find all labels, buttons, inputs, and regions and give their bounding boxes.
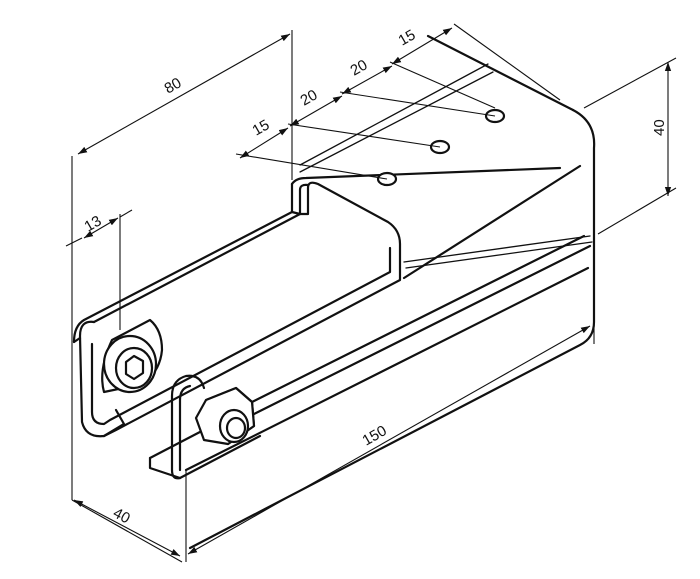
dim-depth: 40 (110, 505, 133, 528)
dim-hole-spacing-3: 20 (348, 56, 371, 79)
dim-line-bolt-offset (65, 237, 83, 247)
dim-height: 40 (651, 119, 668, 136)
dim-line-hole-3 (341, 65, 393, 95)
dim-line-hole-1 (239, 127, 289, 159)
dim-hole-spacing-4: 15 (396, 26, 419, 49)
tube-body (184, 34, 596, 550)
dimension-labels: 80 15 20 20 15 40 13 40 150 (82, 26, 669, 527)
dim-width-top: 80 (162, 74, 185, 97)
dim-line-depth (73, 499, 181, 557)
dim-line-hole-4 (391, 27, 453, 65)
dim-bolt-offset: 13 (82, 212, 105, 235)
hex-nut (194, 386, 256, 446)
hex-socket-icon (124, 354, 145, 381)
left-rail (72, 181, 402, 438)
dim-line-hole-2 (289, 95, 343, 127)
dim-line-width-top (77, 33, 291, 155)
dimension-lines (65, 27, 672, 557)
dim-hole-spacing-2: 20 (298, 86, 321, 109)
dim-line-length (187, 325, 591, 555)
socket-bolt (101, 318, 164, 394)
dim-hole-spacing-1: 15 (250, 116, 273, 139)
